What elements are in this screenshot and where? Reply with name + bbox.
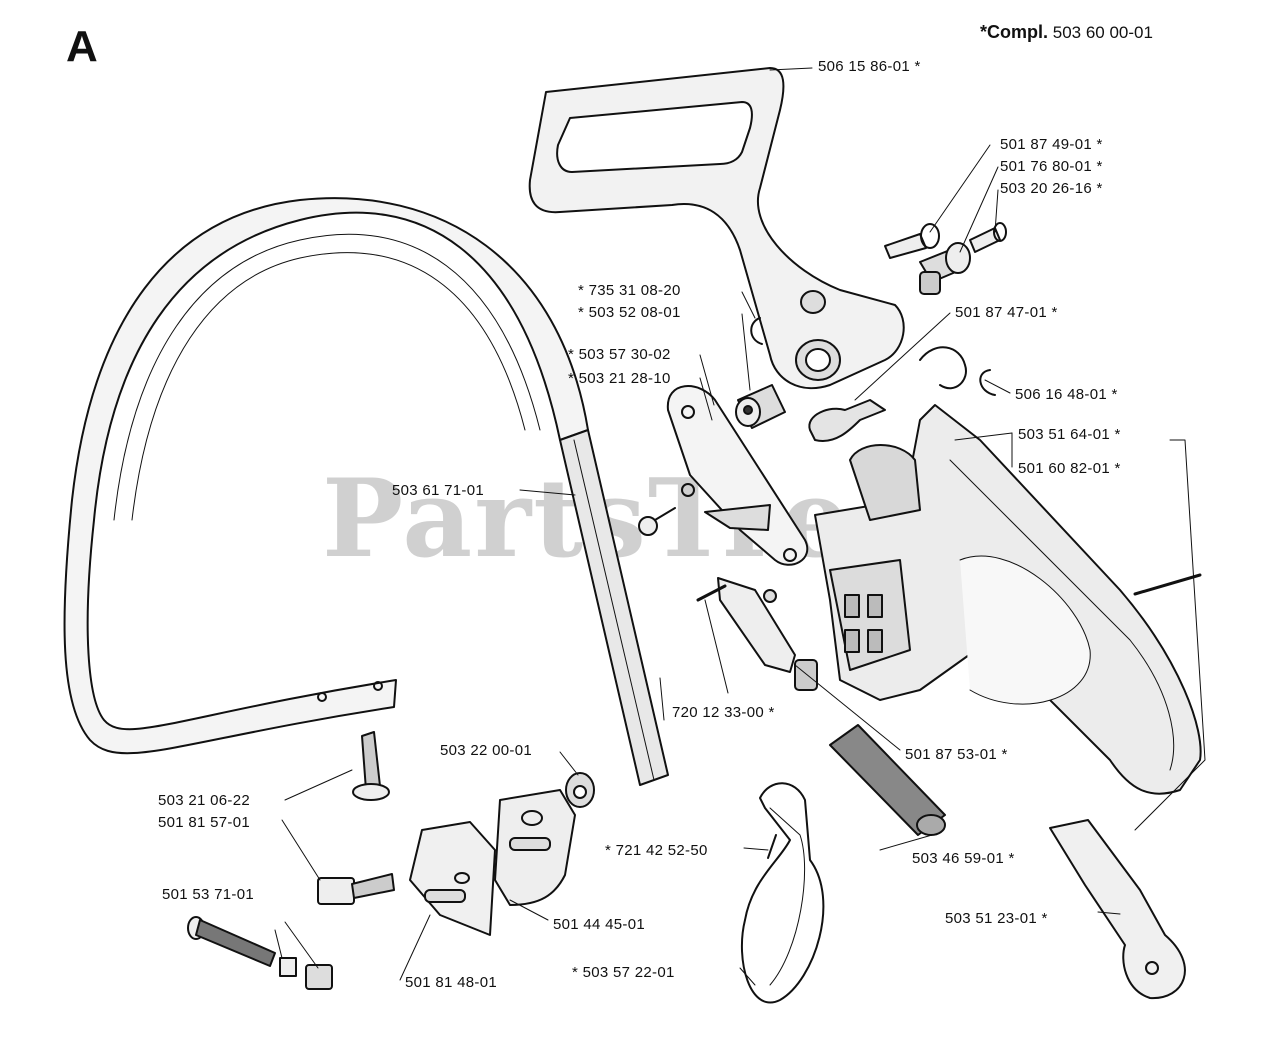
bushing-501-76-80: [919, 242, 971, 295]
part-label: 501 53 71-01: [162, 886, 255, 903]
bolt-501-87-49: [884, 223, 940, 259]
nut-503-52-08: [735, 384, 786, 429]
part-label: * 503 57 22-01: [572, 964, 675, 981]
part-label: 503 21 06-22: [158, 792, 251, 809]
clip-506-16-48: [979, 369, 996, 396]
part-label: 503 22 00-01: [440, 742, 533, 759]
part-label: 506 15 86-01 *: [818, 58, 921, 75]
brake-band-503-57-22: [741, 782, 825, 1004]
bolt-503-21-06: [352, 731, 390, 801]
lever-720-12-33: [696, 577, 818, 691]
part-label: 501 87 53-01 *: [905, 746, 1008, 763]
compl-part-number: 503 60 00-01: [1052, 23, 1153, 42]
compl-label: *Compl.: [980, 22, 1049, 42]
bracket-503-57-30: [666, 385, 809, 566]
tensioner-screw-501-53-71: [187, 916, 333, 990]
part-label: * 503 52 08-01: [578, 304, 681, 321]
spring-501-87-47: [808, 399, 886, 442]
part-label: 503 51 23-01 *: [945, 910, 1048, 927]
rear-handle: [528, 67, 905, 390]
part-label: 503 20 26-16 *: [1000, 180, 1103, 197]
chain-guide-503-51-23: [1049, 819, 1186, 1000]
pin-501-60-82: [1133, 573, 1202, 596]
part-label: 503 51 64-01 *: [1018, 426, 1121, 443]
coil-spring-503-46-59: [829, 724, 946, 836]
spring-clip: [919, 346, 967, 390]
plate-501-81-48: [409, 821, 496, 936]
part-label: 501 81 57-01: [158, 814, 251, 831]
part-label: 501 81 48-01: [405, 974, 498, 991]
part-label: 501 87 49-01 *: [1000, 136, 1103, 153]
part-label: 506 16 48-01 *: [1015, 386, 1118, 403]
brake-housing-503-51-64: [814, 404, 1202, 795]
part-label: 501 76 80-01 *: [1000, 158, 1103, 175]
screw-503-20-26: [969, 222, 1007, 253]
section-letter: A: [66, 22, 98, 71]
part-label: * 503 57 30-02: [568, 346, 671, 363]
complete-assembly-ref: *Compl. 503 60 00-01: [980, 22, 1153, 43]
part-label: 501 60 82-01 *: [1018, 460, 1121, 477]
part-label: 501 87 47-01 *: [955, 304, 1058, 321]
leader-lines: [274, 67, 1206, 986]
part-label: 503 46 59-01 *: [912, 850, 1015, 867]
bushing-503-22-00: [565, 772, 595, 808]
circlip-735-31-08: [750, 317, 763, 345]
adjuster-501-81-57: [317, 873, 395, 905]
part-label: * 721 42 52-50: [605, 842, 708, 859]
cover-plate-501-44-45: [494, 789, 576, 906]
screw-503-21-28: [638, 507, 676, 536]
part-label: * 503 21 28-10: [568, 370, 671, 387]
part-label: 503 61 71-01: [392, 482, 485, 499]
front-handle-bar: [63, 197, 669, 786]
part-label: 501 44 45-01: [553, 916, 646, 933]
part-label: * 735 31 08-20: [578, 282, 681, 299]
part-label: 720 12 33-00 *: [672, 704, 775, 721]
